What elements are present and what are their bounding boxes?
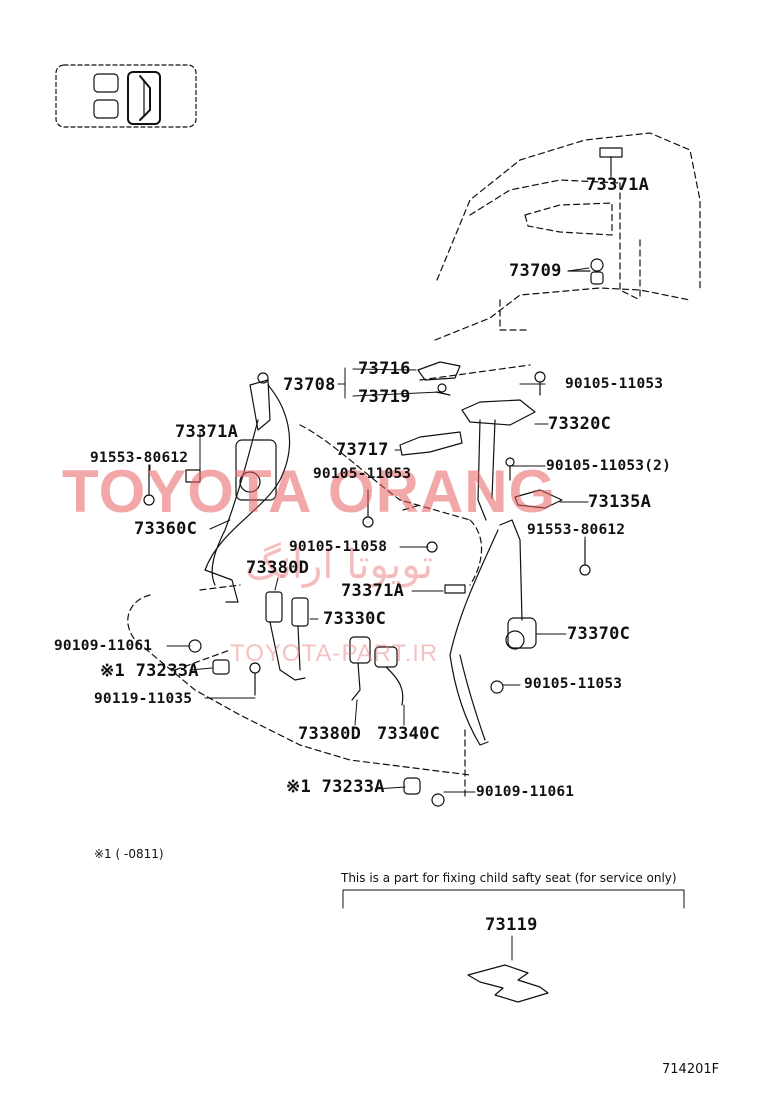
upper-anchor-73716: [417, 361, 461, 396]
buckle-73380D-73340C: [349, 636, 404, 706]
part-label[interactable]: 73708: [283, 375, 336, 395]
nut-90109-11061-left: [188, 639, 202, 653]
cap-73233A-left: [212, 659, 230, 675]
part-label[interactable]: 73119: [485, 915, 538, 935]
rear-belt-left-73360C: [185, 372, 291, 603]
leader-lines: [149, 164, 612, 793]
part-label[interactable]: 73717: [336, 440, 389, 460]
part-label[interactable]: 73340C: [377, 724, 441, 744]
clip-73371A-mid: [444, 584, 466, 594]
bracket-73135A: [505, 457, 563, 509]
seat-outline: [127, 364, 531, 801]
nut-90109-11061-bottom: [431, 793, 445, 807]
part-label[interactable]: 90105-11053: [524, 676, 623, 692]
part-label[interactable]: 73371A: [175, 422, 239, 442]
bolt-91553-80612-left: [143, 464, 155, 506]
part-label[interactable]: 90105-11053: [565, 376, 664, 392]
hook-73709: [567, 258, 604, 285]
bolt-90105-11053-a: [362, 489, 374, 528]
part-label[interactable]: 90105-11053: [313, 466, 412, 482]
part-label[interactable]: 91553-80612: [90, 450, 189, 466]
cover-73717: [399, 431, 463, 456]
part-label[interactable]: 73135A: [588, 492, 652, 512]
part-label[interactable]: 90105-11053(2): [546, 458, 672, 474]
part-label[interactable]: ※1 73233A: [100, 661, 199, 681]
child-seat-anchor-73119: [467, 964, 549, 1003]
part-label[interactable]: 73371A: [586, 175, 650, 195]
part-label[interactable]: 73371A: [341, 581, 405, 601]
cap-73233A-bottom: [403, 777, 421, 795]
service-part-bracket: [342, 889, 685, 961]
center-belt-73320C: [461, 371, 546, 521]
part-label[interactable]: 90109-11061: [54, 638, 153, 654]
buckle-73380D-73330C: [265, 591, 309, 681]
part-label[interactable]: 90105-11058: [289, 539, 388, 555]
bolt-90119-11035: [249, 662, 261, 696]
part-label[interactable]: 73370C: [567, 624, 631, 644]
part-label[interactable]: 73719: [358, 387, 411, 407]
body-panel-outline: [434, 132, 701, 341]
vehicle-locator-icon: [55, 64, 197, 128]
part-label[interactable]: 73709: [509, 261, 562, 281]
part-label[interactable]: 73360C: [134, 519, 198, 539]
part-label[interactable]: 73716: [358, 359, 411, 379]
diagram-id: 714201F: [662, 1062, 720, 1077]
footnote: ※1 ( -0811): [94, 847, 164, 861]
part-label[interactable]: 73330C: [323, 609, 387, 629]
part-label[interactable]: ※1 73233A: [286, 777, 385, 797]
service-note: This is a part for fixing child safty se…: [341, 871, 677, 885]
part-label[interactable]: 73380D: [246, 558, 310, 578]
bolt-90105-11053-c: [490, 680, 504, 694]
part-label[interactable]: 73380D: [298, 724, 362, 744]
part-label[interactable]: 90119-11035: [94, 691, 193, 707]
part-label[interactable]: 90109-11061: [476, 784, 575, 800]
part-label[interactable]: 91553-80612: [527, 522, 626, 538]
part-label[interactable]: 73320C: [548, 414, 612, 434]
